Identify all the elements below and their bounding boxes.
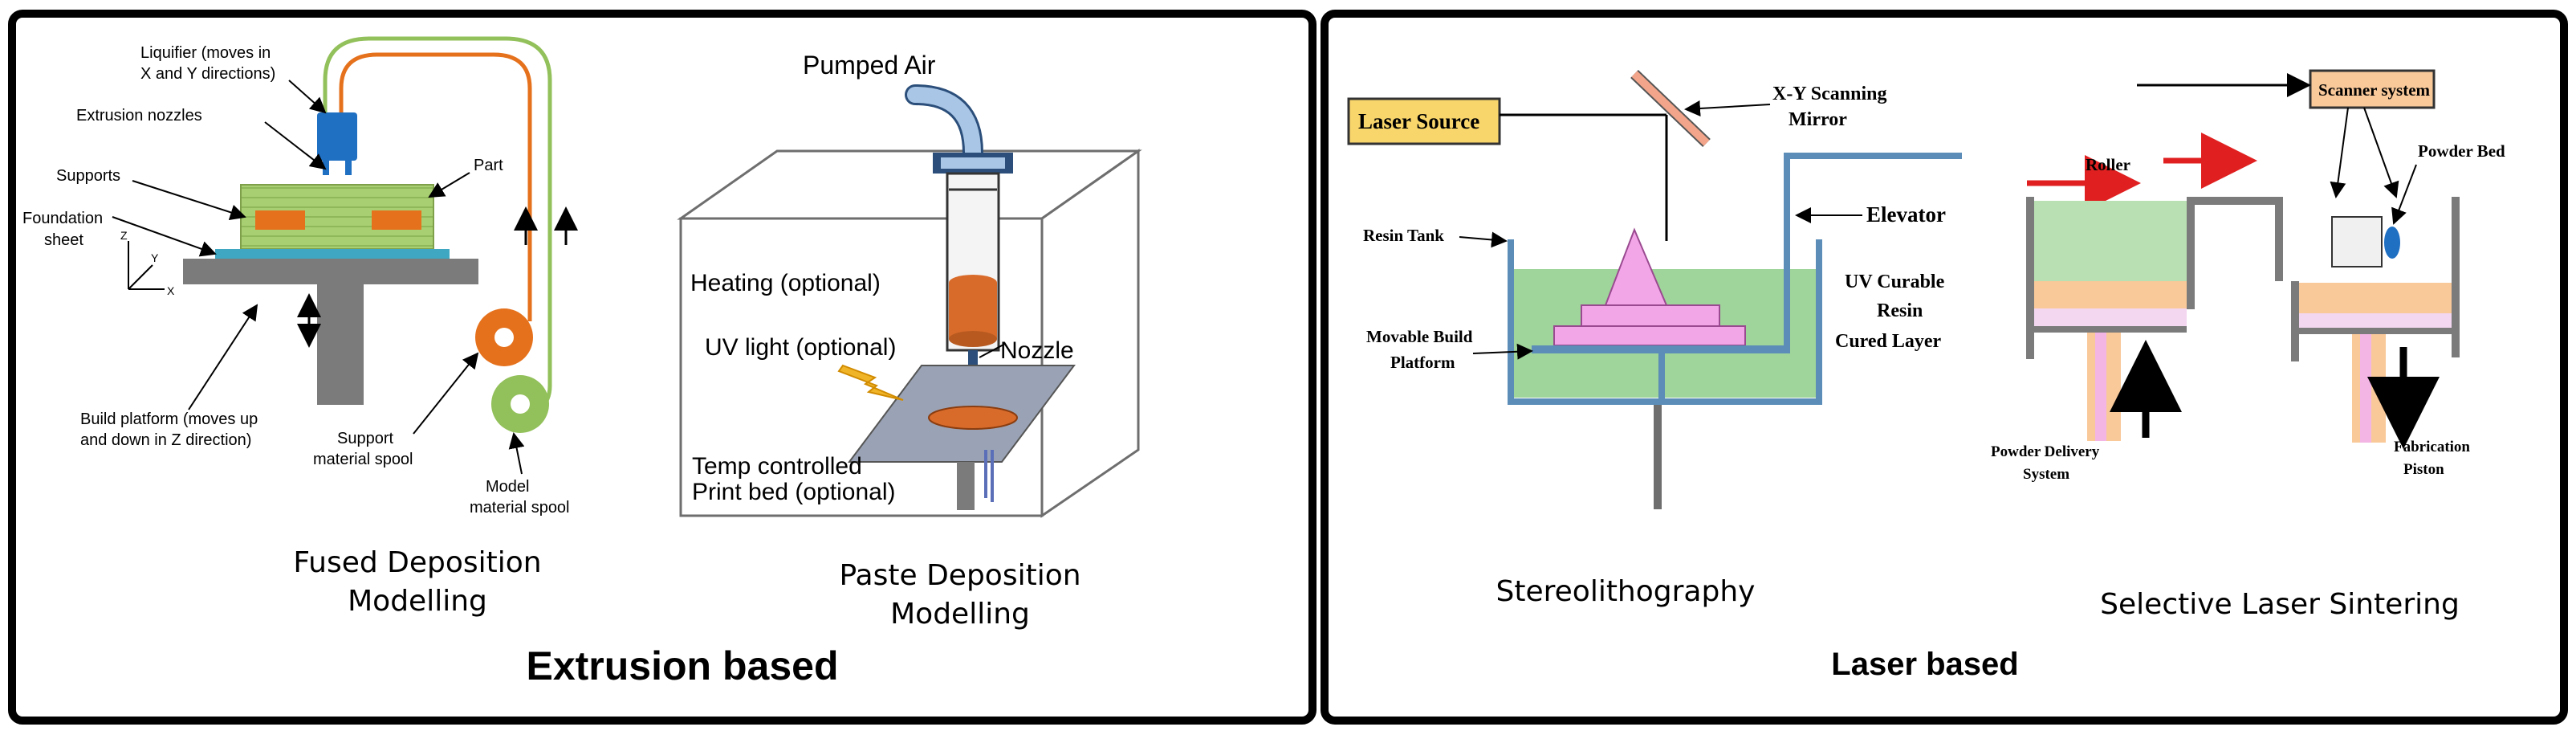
powder-bed <box>2291 283 2452 313</box>
fdm-axis-y: Y <box>151 251 159 264</box>
sla-label-cured-layer: Cured Layer <box>1835 331 1942 352</box>
fdm-label-extrusion-nozzles: Extrusion nozzles <box>76 107 202 125</box>
pdm-label-pumped-air: Pumped Air <box>803 51 936 80</box>
support-block-right <box>372 210 421 230</box>
sla-label-resin-tank: Resin Tank <box>1363 226 1444 245</box>
sla-label-mirror-2: Mirror <box>1789 109 1847 130</box>
extrusion-title: Extrusion based <box>527 643 839 688</box>
foundation-sheet <box>215 249 450 259</box>
sls-label-scanner: Scanner system <box>2318 80 2431 100</box>
fdm-label-support-spool-1: Support <box>337 430 393 447</box>
sls-label-roller: Roller <box>2086 155 2130 174</box>
pdm-diagram: Pumped Air Heating (optional) UV light (… <box>677 51 1142 631</box>
sla-part-layer <box>1581 304 1720 327</box>
sla-part-base <box>1553 325 1746 346</box>
fdm-label-liquifier-1: Liquifier (moves in <box>140 44 271 62</box>
uv-light-icon <box>837 364 904 401</box>
air-tube <box>907 87 981 161</box>
sls-label-powder-delivery-1: Powder Delivery <box>1991 443 2100 460</box>
bed-post <box>957 462 975 510</box>
liquifier-head <box>317 112 357 161</box>
pdm-label-temp-2: Print bed (optional) <box>692 479 895 505</box>
laser-title: Laser based <box>1831 647 2018 682</box>
laser-spot <box>2384 227 2400 259</box>
pdm-caption-line2: Modelling <box>890 598 1030 631</box>
fdm-label-support-spool-2: material spool <box>313 451 413 468</box>
sla-caption: Stereolithography <box>1496 575 1756 608</box>
fabrication-plate <box>2291 328 2452 334</box>
sls-label-fabrication-1: Fabrication <box>2394 439 2470 455</box>
sla-diagram: Laser Source X-Y Scanning Mirror Elevato… <box>1347 69 1962 608</box>
fdm-label-part: Part <box>474 157 503 174</box>
powder-supply-layer <box>2033 281 2187 308</box>
fdm-axis-z: Z <box>120 229 128 242</box>
sla-label-platform-1: Movable Build <box>1366 327 1473 346</box>
pdm-label-nozzle: Nozzle <box>1000 337 1074 364</box>
fdm-label-model-spool-2: material spool <box>470 499 570 517</box>
elevator-arm <box>1784 153 1962 159</box>
pdm-label-uv-light: UV light (optional) <box>705 334 896 361</box>
sla-label-uv-resin-2: Resin <box>1877 300 1923 321</box>
sls-diagram: Scanner system Roller Powder Bed Powder … <box>1991 69 2505 621</box>
fdm-label-supports: Supports <box>56 167 120 185</box>
sls-label-powder-delivery-2: System <box>2023 466 2069 483</box>
elevator-post <box>1784 153 1790 353</box>
fdm-caption-line1: Fused Deposition <box>293 546 541 579</box>
fdm-label-foundation-2: sheet <box>44 231 83 249</box>
sls-label-powder-bed: Powder Bed <box>2418 141 2505 161</box>
pdm-label-heating: Heating (optional) <box>690 270 881 296</box>
scanner-box <box>2309 69 2436 109</box>
platform-column <box>317 284 364 405</box>
sla-part-cone <box>1604 227 1668 306</box>
sla-build-platform <box>1532 345 1787 353</box>
pdm-caption-line1: Paste Deposition <box>839 559 1080 592</box>
support-block-left <box>255 210 305 230</box>
sla-shaft <box>1654 405 1662 509</box>
fdm-label-build-platform-2: and down in Z direction) <box>80 431 251 449</box>
printed-disc <box>928 406 1018 430</box>
sla-label-mirror-1: X-Y Scanning <box>1772 84 1886 104</box>
build-platform <box>183 259 478 284</box>
delivery-piston-plate <box>2033 326 2187 333</box>
heated-paste <box>949 283 997 339</box>
sls-right-wall <box>2452 197 2460 357</box>
roller-object <box>2331 216 2383 267</box>
laser-source-box <box>1347 97 1501 145</box>
tank-wall-right <box>1816 239 1822 405</box>
fdm-axis-x: X <box>167 284 175 297</box>
sls-label-fabrication-2: Piston <box>2403 461 2444 478</box>
fdm-label-liquifier-2: X and Y directions) <box>140 65 275 83</box>
tank-wall-left <box>1508 239 1514 405</box>
fdm-label-build-platform-1: Build platform (moves up <box>80 410 258 428</box>
powder-supply <box>2033 201 2187 281</box>
fdm-label-foundation-1: Foundation <box>22 210 103 227</box>
fdm-label-model-spool-1: Model <box>486 478 529 496</box>
fdm-diagram: Liquifier (moves in X and Y directions) … <box>22 36 578 618</box>
sla-label-platform-2: Platform <box>1390 353 1455 372</box>
sla-label-laser-source: Laser Source <box>1358 109 1479 133</box>
sls-left-wall <box>2026 197 2034 359</box>
sls-caption: Selective Laser Sintering <box>2100 588 2460 621</box>
support-filament <box>339 52 532 321</box>
sla-label-elevator: Elevator <box>1866 202 1946 227</box>
pdm-label-temp-1: Temp controlled <box>692 453 862 480</box>
sla-label-uv-resin-1: UV Curable <box>1845 272 1945 292</box>
fdm-caption-line2: Modelling <box>348 585 487 618</box>
